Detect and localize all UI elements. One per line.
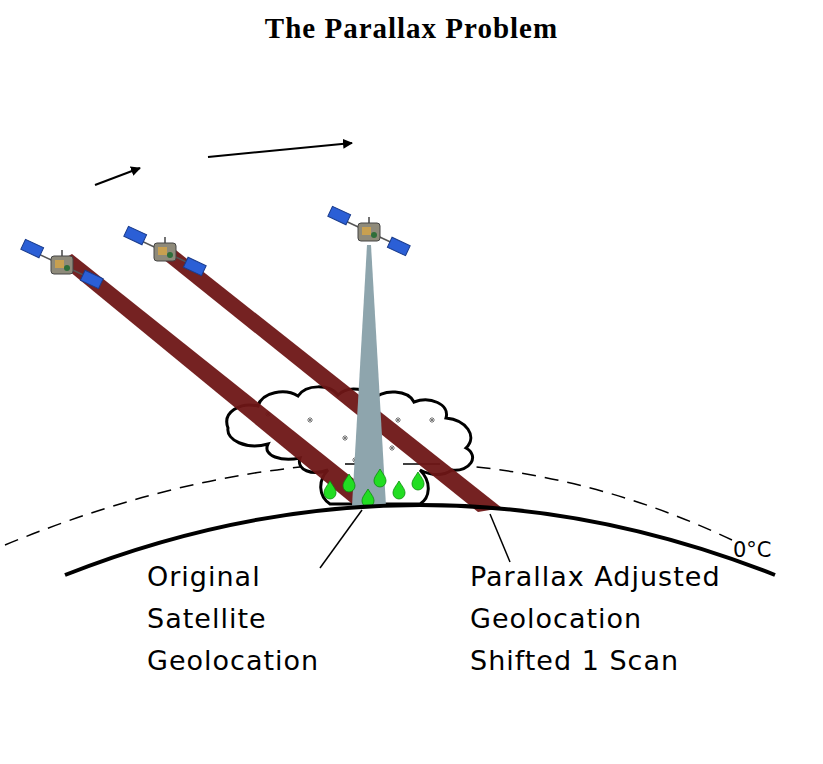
- satellite: [124, 226, 206, 275]
- leader-line: [490, 514, 510, 562]
- leader-line: [320, 510, 362, 568]
- motion-arrow: [208, 143, 352, 157]
- annotation: Parallax Adjusted Geolocation Shifted 1 …: [470, 556, 730, 682]
- motion-arrow: [95, 168, 140, 185]
- satellite: [21, 239, 103, 288]
- rain-drops: [324, 469, 424, 507]
- nadir-beam: [352, 245, 386, 506]
- annotation: Original Satellite Geolocation: [147, 556, 362, 682]
- satellite: [328, 206, 410, 255]
- title: The Parallax Problem: [0, 12, 823, 45]
- slant-beam: [158, 247, 502, 512]
- temperature-label: 0°C: [733, 538, 772, 562]
